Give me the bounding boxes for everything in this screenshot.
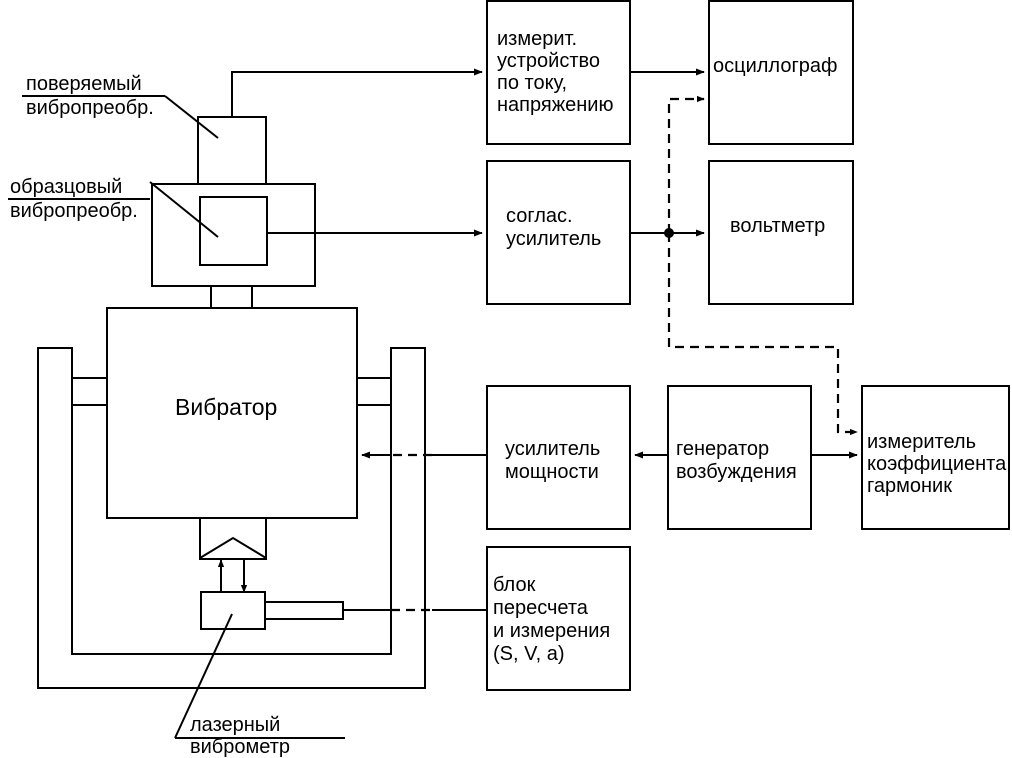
matching-amplifier-block — [486, 160, 631, 305]
measuring-device-label-2: устройство — [497, 50, 600, 72]
voltmeter-block — [708, 160, 854, 305]
recalc-block — [486, 546, 631, 691]
matching-amplifier-label-2: усилитель — [506, 228, 601, 250]
laser-barrel — [264, 601, 344, 620]
harmonic-meter-label-2: коэффициента — [867, 453, 1007, 475]
excitation-generator-block — [667, 385, 812, 530]
measuring-device-label-4: напряжению — [497, 94, 613, 116]
dashed-to-harmonic-meter — [667, 233, 858, 436]
tested-sensor-label-1: поверяемый — [26, 73, 142, 95]
laser-vibrometer-label-2: виброметр — [190, 736, 290, 758]
leader-reference — [149, 181, 219, 238]
recalc-label-3: и измерения — [493, 620, 610, 642]
excitation-generator-label-1: генератор — [676, 438, 769, 460]
matching-amplifier-label-1: соглас. — [506, 205, 573, 227]
leader-laser — [174, 613, 233, 739]
recalc-label-4: (S, V, a) — [493, 643, 565, 665]
excitation-generator-label-2: возбуждения — [676, 461, 797, 483]
recalc-label-1: блок — [493, 574, 536, 596]
leader-tested — [164, 95, 219, 139]
voltmeter-label: вольтметр — [730, 215, 825, 237]
harmonic-meter-label-1: измеритель — [867, 431, 976, 453]
reference-sensor-label-2: вибропреобр. — [10, 200, 138, 222]
oscilloscope-block — [708, 0, 854, 145]
harmonic-meter-block — [861, 385, 1010, 530]
harmonic-meter-label-3: гармоник — [867, 475, 952, 497]
stand-outer-frame — [37, 347, 426, 689]
power-amplifier-block — [486, 385, 631, 530]
vibrator-label: Вибратор — [175, 394, 277, 420]
laser-vibrometer-label-1: лазерный — [190, 714, 280, 736]
vibrator-neck — [210, 285, 253, 309]
tested-sensor-label-2: вибропреобр. — [26, 97, 154, 119]
reference-sensor-label-1: образцовый — [10, 176, 122, 198]
dashed-to-oscilloscope — [667, 95, 705, 233]
tested-sensor — [197, 116, 267, 185]
measuring-device-label-3: по току, — [497, 72, 567, 94]
reflector-prism — [199, 536, 267, 559]
oscilloscope-label: осциллограф — [713, 55, 837, 77]
power-amplifier-label-1: усилитель — [505, 438, 600, 460]
recalc-label-2: пересчета — [493, 597, 589, 619]
reference-sensor-element — [199, 196, 268, 266]
power-amplifier-label-2: мощности — [505, 461, 599, 483]
laser-head — [200, 591, 266, 630]
measuring-device-label-1: измерит. — [497, 28, 577, 50]
wire-tested-to-measuring — [231, 68, 483, 117]
